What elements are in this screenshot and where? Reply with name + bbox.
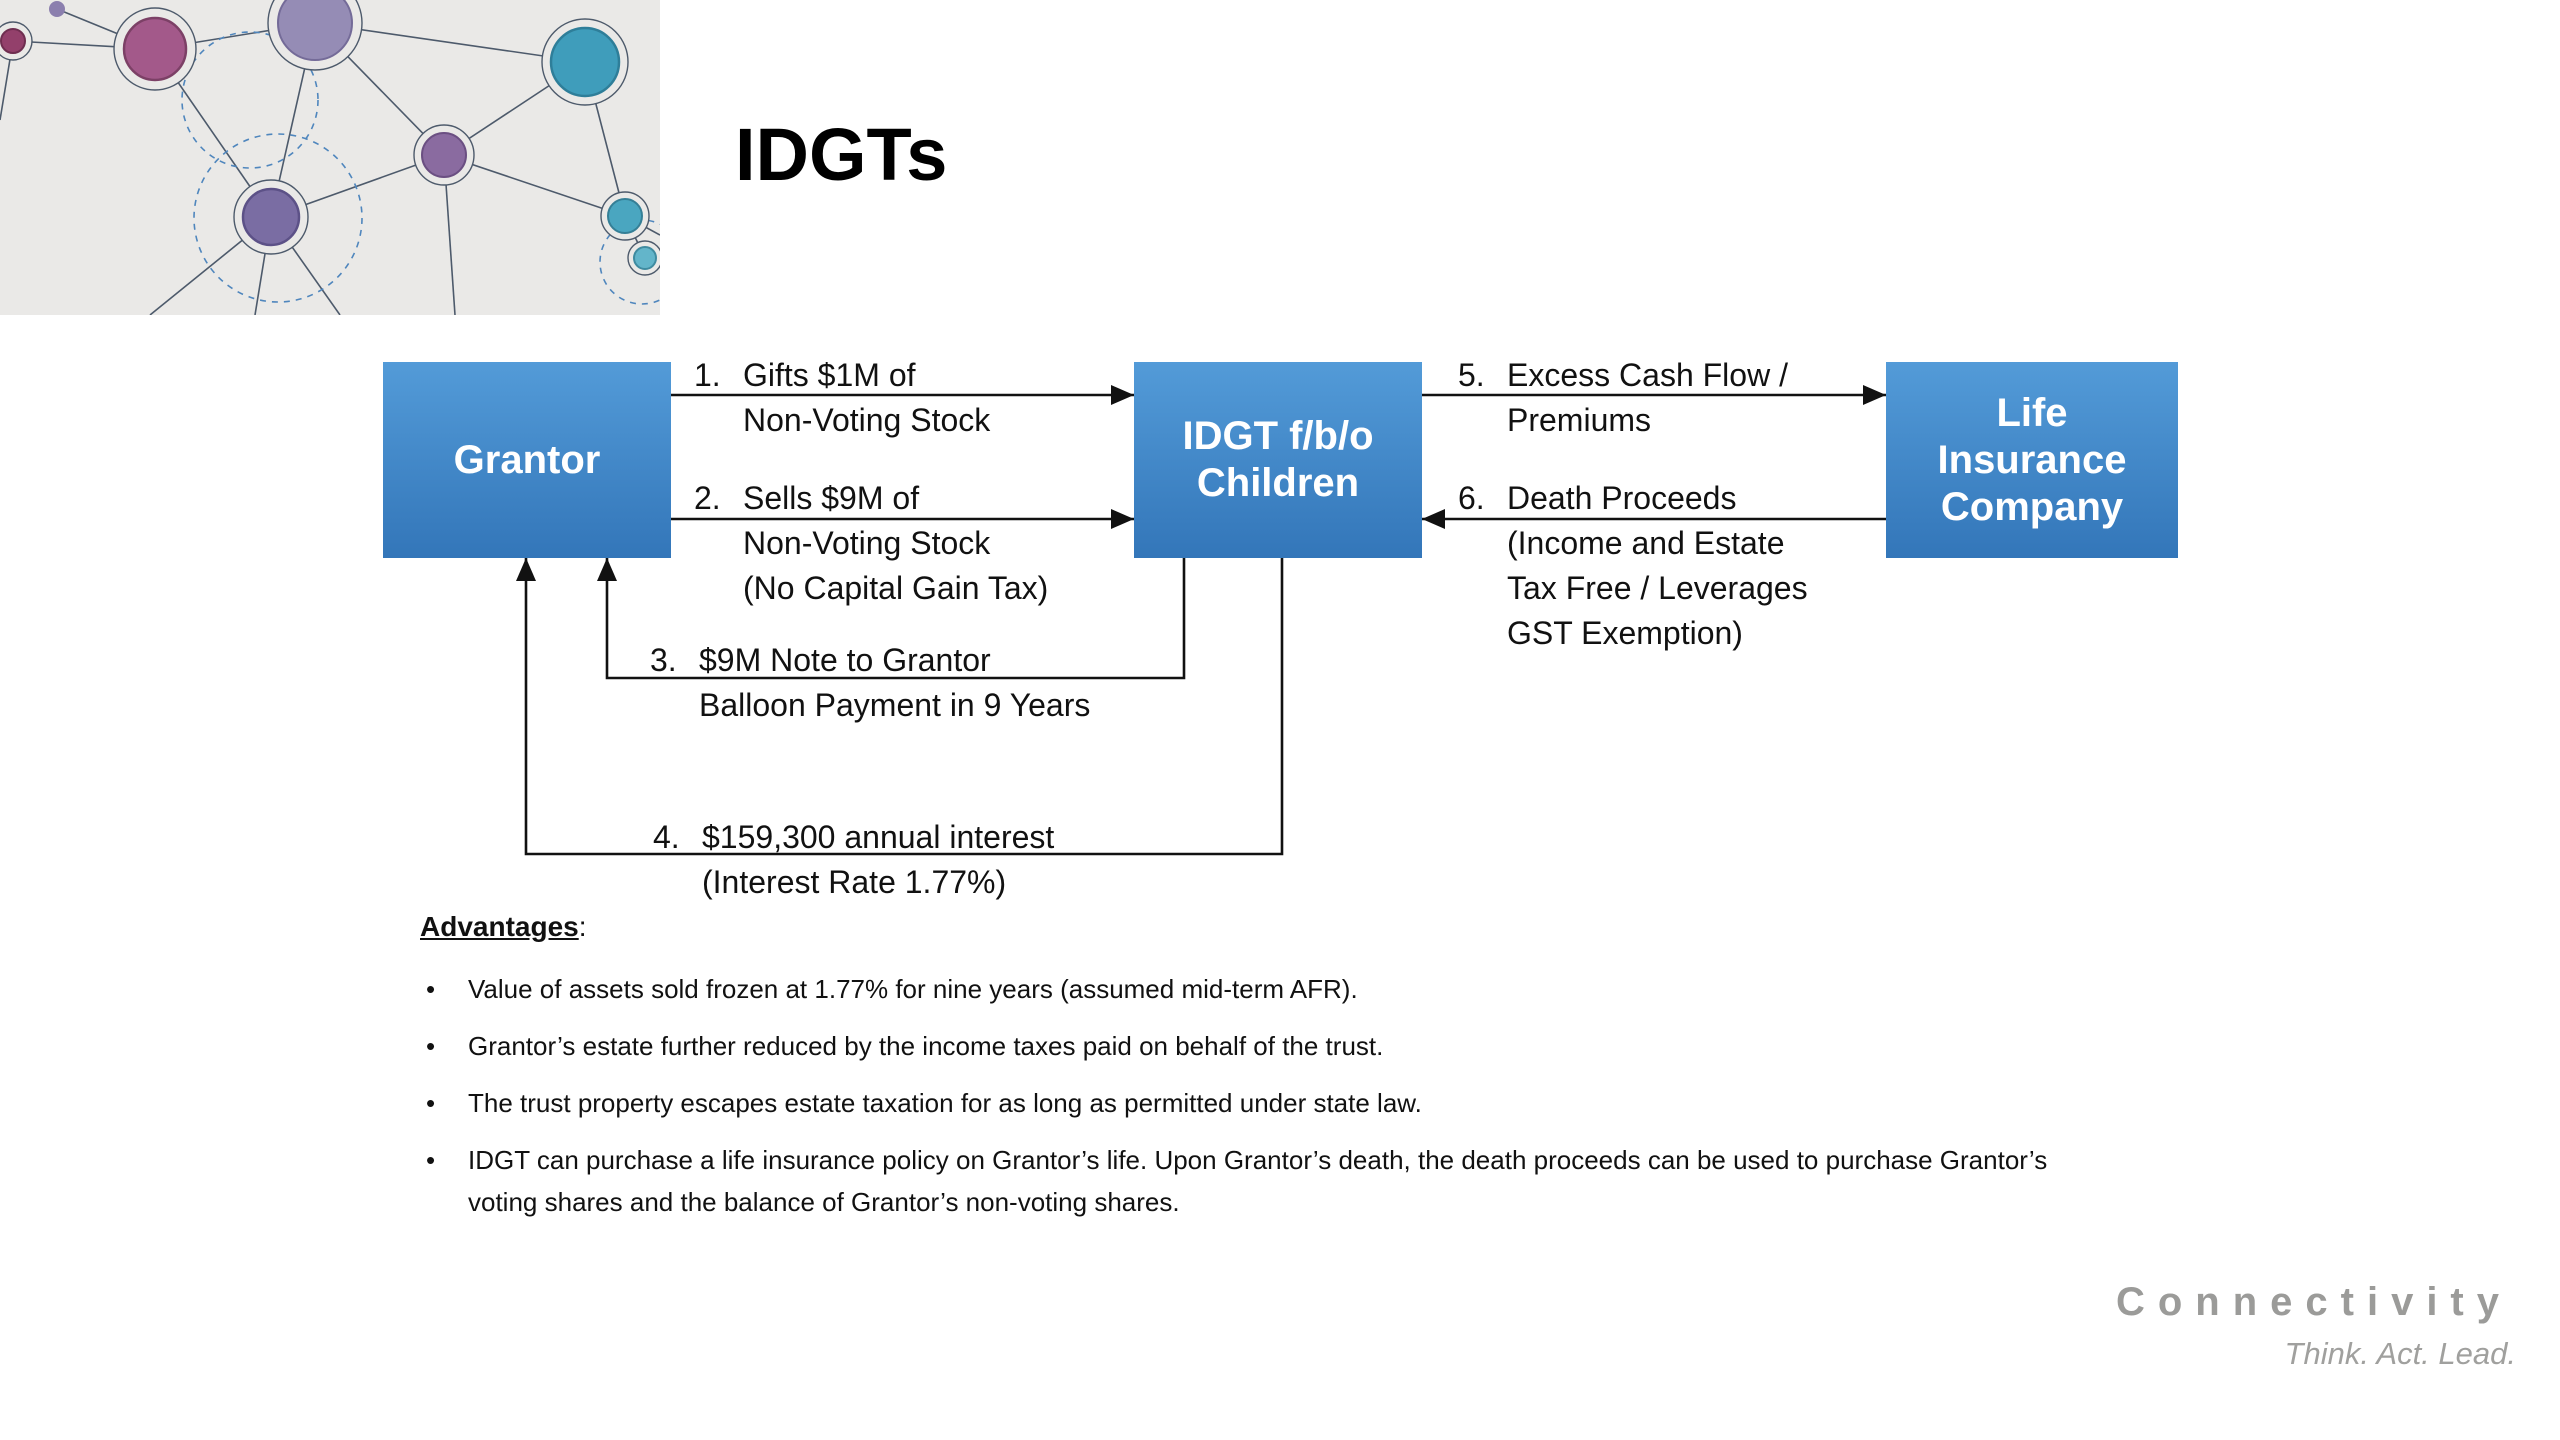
arrow-2-number: 2. <box>694 480 721 516</box>
arrow-3-number: 3. <box>650 642 677 678</box>
bullet-icon: • <box>426 1145 436 1175</box>
page-title: IDGTs <box>735 113 948 196</box>
bullet-text: Value of assets sold frozen at 1.77% for… <box>468 974 1358 1004</box>
arrow-4-label: 4. $159,300 annual interest (Interest Ra… <box>653 815 1054 905</box>
advantages-heading: Advantages: <box>420 908 2160 946</box>
list-item: • Value of assets sold frozen at 1.77% f… <box>420 968 2160 1010</box>
arrow-5-text: Excess Cash Flow / Premiums <box>1507 357 1788 438</box>
arrow-4-text: $159,300 annual interest (Interest Rate … <box>702 819 1055 900</box>
arrow-1-number: 1. <box>694 357 721 393</box>
bullet-icon: • <box>426 1031 436 1061</box>
grantor-box: Grantor <box>383 362 671 558</box>
list-item: • Grantor’s estate further reduced by th… <box>420 1025 2160 1067</box>
life-insurance-box: Life Insurance Company <box>1886 362 2178 558</box>
bullet-icon: • <box>426 974 436 1004</box>
idgt-box: IDGT f/b/o Children <box>1134 362 1422 558</box>
list-item: • IDGT can purchase a life insurance pol… <box>420 1139 2160 1223</box>
list-item: • The trust property escapes estate taxa… <box>420 1082 2160 1124</box>
arrow-6-label: 6. Death Proceeds (Income and Estate Tax… <box>1458 476 1808 656</box>
bullet-icon: • <box>426 1088 436 1118</box>
brand-logo: Connectivity <box>2115 1280 2512 1324</box>
arrow-2-label: 2. Sells $9M of Non-Voting Stock (No Cap… <box>694 476 1048 611</box>
arrow-1-label: 1. Gifts $1M of Non-Voting Stock <box>694 353 990 443</box>
network-nodes <box>0 0 660 276</box>
arrow-2-text: Sells $9M of Non-Voting Stock (No Capita… <box>743 480 1049 606</box>
advantages-heading-word: Advantages <box>420 911 579 942</box>
advantages-heading-colon: : <box>578 911 587 942</box>
arrow-6-number: 6. <box>1458 480 1485 516</box>
arrow-5-number: 5. <box>1458 357 1485 393</box>
arrow-4-number: 4. <box>653 819 680 855</box>
arrow-1-text: Gifts $1M of Non-Voting Stock <box>743 357 991 438</box>
network-graphic <box>0 0 660 315</box>
arrow-3-label: 3. $9M Note to Grantor Balloon Payment i… <box>650 638 1090 728</box>
brand-tagline: Think. Act. Lead. <box>2284 1336 2516 1371</box>
arrow-5-label: 5. Excess Cash Flow / Premiums <box>1458 353 1788 443</box>
bullet-text: IDGT can purchase a life insurance polic… <box>468 1145 2048 1217</box>
advantages-section: Advantages: • Value of assets sold froze… <box>420 908 2160 1238</box>
bullet-text: The trust property escapes estate taxati… <box>468 1088 1422 1118</box>
arrow-3-text: $9M Note to Grantor Balloon Payment in 9… <box>699 642 1091 723</box>
arrow-6-text: Death Proceeds (Income and Estate Tax Fr… <box>1507 480 1808 651</box>
bullet-text: Grantor’s estate further reduced by the … <box>468 1031 1384 1061</box>
